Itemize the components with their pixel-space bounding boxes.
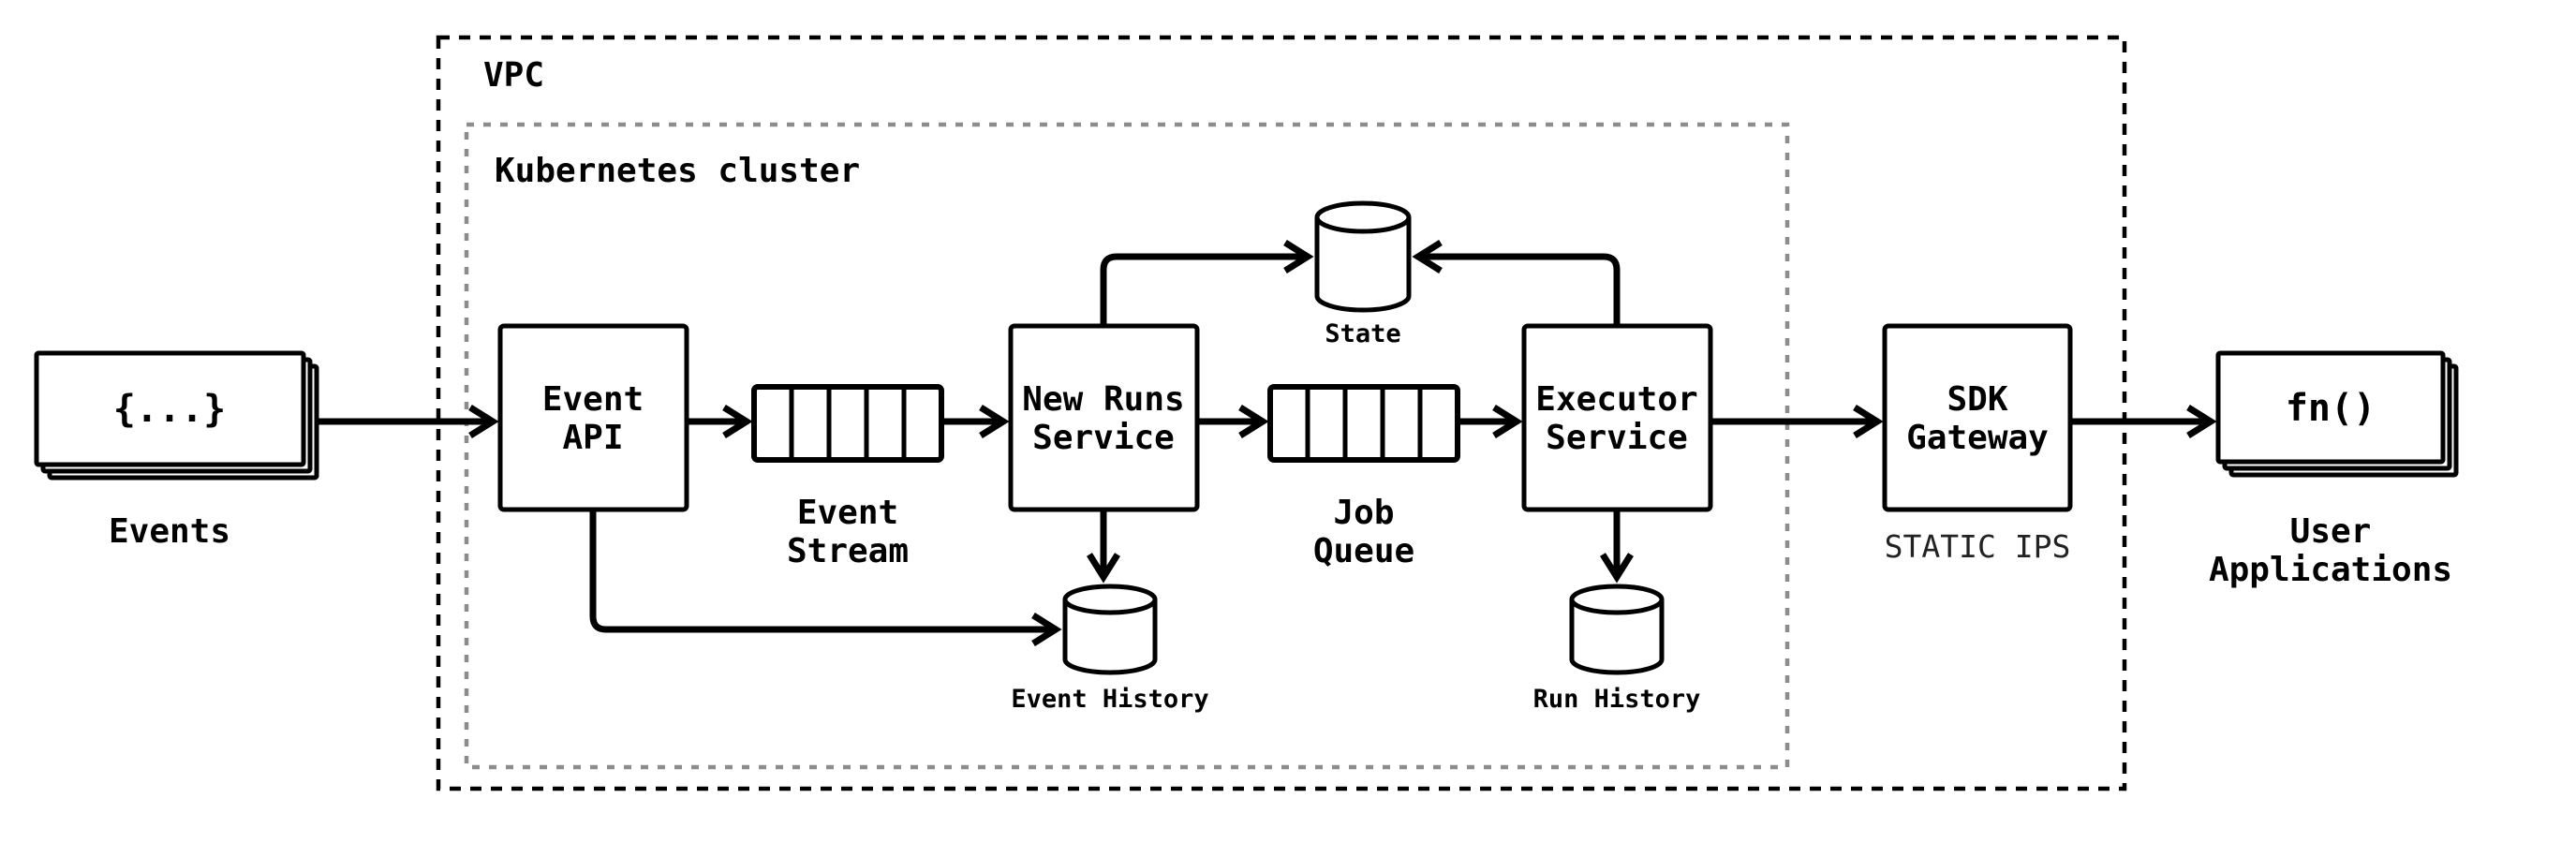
event-history-database-node: Event History (1011, 584, 1209, 714)
state-label: State (1325, 319, 1400, 348)
new-runs-service-node: New Runs Service (1008, 323, 1200, 512)
sdk-gateway-label-line2: Gateway (1906, 419, 2049, 457)
event-history-cylinder-top (1062, 584, 1158, 615)
event-history-cylinder-icon (1062, 599, 1158, 675)
executor-service-label-line2: Service (1546, 419, 1688, 457)
job-queue-label-line2: Queue (1313, 532, 1414, 570)
event-api-box (497, 323, 689, 512)
events-json-icon: {...} (113, 388, 226, 431)
event-stream-label-line1: Event (797, 494, 898, 532)
job-queue-icon (1267, 384, 1460, 463)
event-api-node: Event API (497, 323, 689, 512)
job-queue-node: Job Queue (1267, 384, 1460, 570)
new-runs-service-label-line2: Service (1032, 419, 1175, 457)
arrow-executor-to-state (1412, 240, 1621, 326)
vpc-label: VPC (483, 56, 544, 95)
executor-service-box (1521, 323, 1713, 512)
user-applications-stack-front (2215, 350, 2446, 465)
sdk-gateway-box (1882, 323, 2073, 512)
vpc-boundary (436, 35, 2127, 791)
kubernetes-cluster-boundary (464, 122, 1790, 770)
events-stack-front (34, 350, 306, 467)
event-api-label-line2: API (562, 419, 623, 457)
events-node: {...} Events (34, 350, 319, 551)
state-cylinder-icon (1314, 217, 1412, 313)
event-stream-queue-icon (751, 384, 944, 463)
run-history-database-node: Run History (1533, 584, 1701, 714)
event-stream-node: Event Stream (751, 384, 944, 570)
user-applications-node: fn() User Applications (2209, 350, 2459, 589)
kubernetes-cluster-label: Kubernetes cluster (495, 152, 860, 190)
executor-service-label-line1: Executor (1535, 380, 1697, 419)
job-queue-label-line1: Job (1333, 494, 1394, 532)
run-history-label: Run History (1533, 685, 1701, 714)
event-api-label-line1: Event (542, 380, 644, 419)
user-applications-fn-icon: fn() (2286, 387, 2376, 430)
events-label: Events (109, 512, 230, 551)
user-applications-label-line2: Applications (2209, 551, 2452, 589)
new-runs-service-box (1008, 323, 1200, 512)
arrow-new-runs-to-state (1100, 240, 1314, 326)
new-runs-service-label-line1: New Runs (1022, 380, 1184, 419)
user-applications-label-line1: User (2290, 512, 2372, 551)
state-cylinder-top (1314, 200, 1412, 234)
static-ips-label: STATIC IPS (1885, 528, 2071, 565)
state-database-node: State (1314, 200, 1412, 348)
sdk-gateway-label-line1: SDK (1947, 380, 2007, 419)
event-stream-label-line2: Stream (787, 532, 909, 570)
arrow-event-api-to-event-history (589, 510, 1062, 646)
run-history-cylinder-icon (1569, 599, 1665, 675)
event-history-label: Event History (1011, 685, 1208, 714)
executor-service-node: Executor Service (1521, 323, 1713, 512)
run-history-cylinder-top (1569, 584, 1665, 615)
sdk-gateway-node: SDK Gateway STATIC IPS (1882, 323, 2073, 565)
